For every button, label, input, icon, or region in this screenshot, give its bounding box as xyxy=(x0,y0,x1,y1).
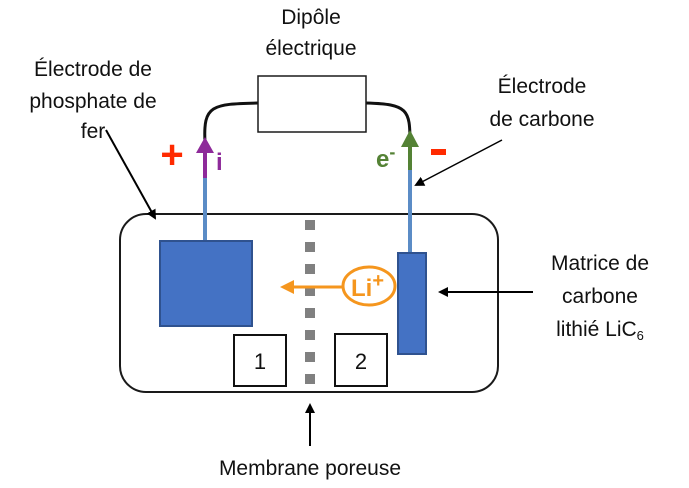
wire-right xyxy=(365,101,412,143)
plus-sign: + xyxy=(160,133,183,177)
matrix-label-line3: lithié LiC6 xyxy=(556,318,644,343)
lithium-ion-label: Li+ xyxy=(351,270,384,302)
negative-electrode-pointer xyxy=(414,139,503,186)
electron-label: e- xyxy=(376,142,395,173)
membrane-dash xyxy=(305,220,315,230)
matrix-label-line2: carbone xyxy=(562,285,638,308)
membrane-dash xyxy=(305,352,315,362)
positive-electrode-label-line3: fer xyxy=(81,120,106,143)
compartment-2-box xyxy=(334,333,388,387)
matrix-label-line1: Matrice de xyxy=(551,252,649,275)
membrane-label: Membrane poreuse xyxy=(219,457,401,480)
membrane-dash xyxy=(305,264,315,274)
positive-electrode-pointer xyxy=(105,129,156,220)
compartment-2-label: 2 xyxy=(355,349,367,374)
negative-electrode-label-line1: Électrode xyxy=(498,75,587,98)
dipole-box xyxy=(257,75,367,133)
wire-left xyxy=(203,101,259,143)
electron-arrow-head xyxy=(401,130,419,147)
current-label: i xyxy=(216,149,223,176)
current-arrow-head xyxy=(196,137,214,153)
membrane-dash xyxy=(305,308,315,318)
minus-sign xyxy=(431,149,446,155)
lithium-arrow-head xyxy=(280,280,294,294)
negative-electrode-label-line2: de carbone xyxy=(489,108,594,131)
membrane-dash xyxy=(305,374,315,384)
negative-electrode xyxy=(397,252,427,355)
positive-electrode xyxy=(159,240,253,327)
compartment-1-label: 1 xyxy=(254,349,266,374)
positive-electrode-label-line1: Électrode de xyxy=(34,58,152,81)
cell-container xyxy=(119,213,499,393)
positive-electrode-label-line2: phosphate de xyxy=(29,90,156,113)
compartment-1-box xyxy=(233,334,287,387)
membrane-dash xyxy=(305,330,315,340)
membrane-dash xyxy=(305,242,315,252)
dipole-label-line2: électrique xyxy=(265,37,356,60)
membrane-dash xyxy=(305,286,315,296)
dipole-label-line1: Dipôle xyxy=(281,6,341,29)
lithium-ion-circle xyxy=(341,265,397,307)
porous-membrane xyxy=(305,220,315,384)
